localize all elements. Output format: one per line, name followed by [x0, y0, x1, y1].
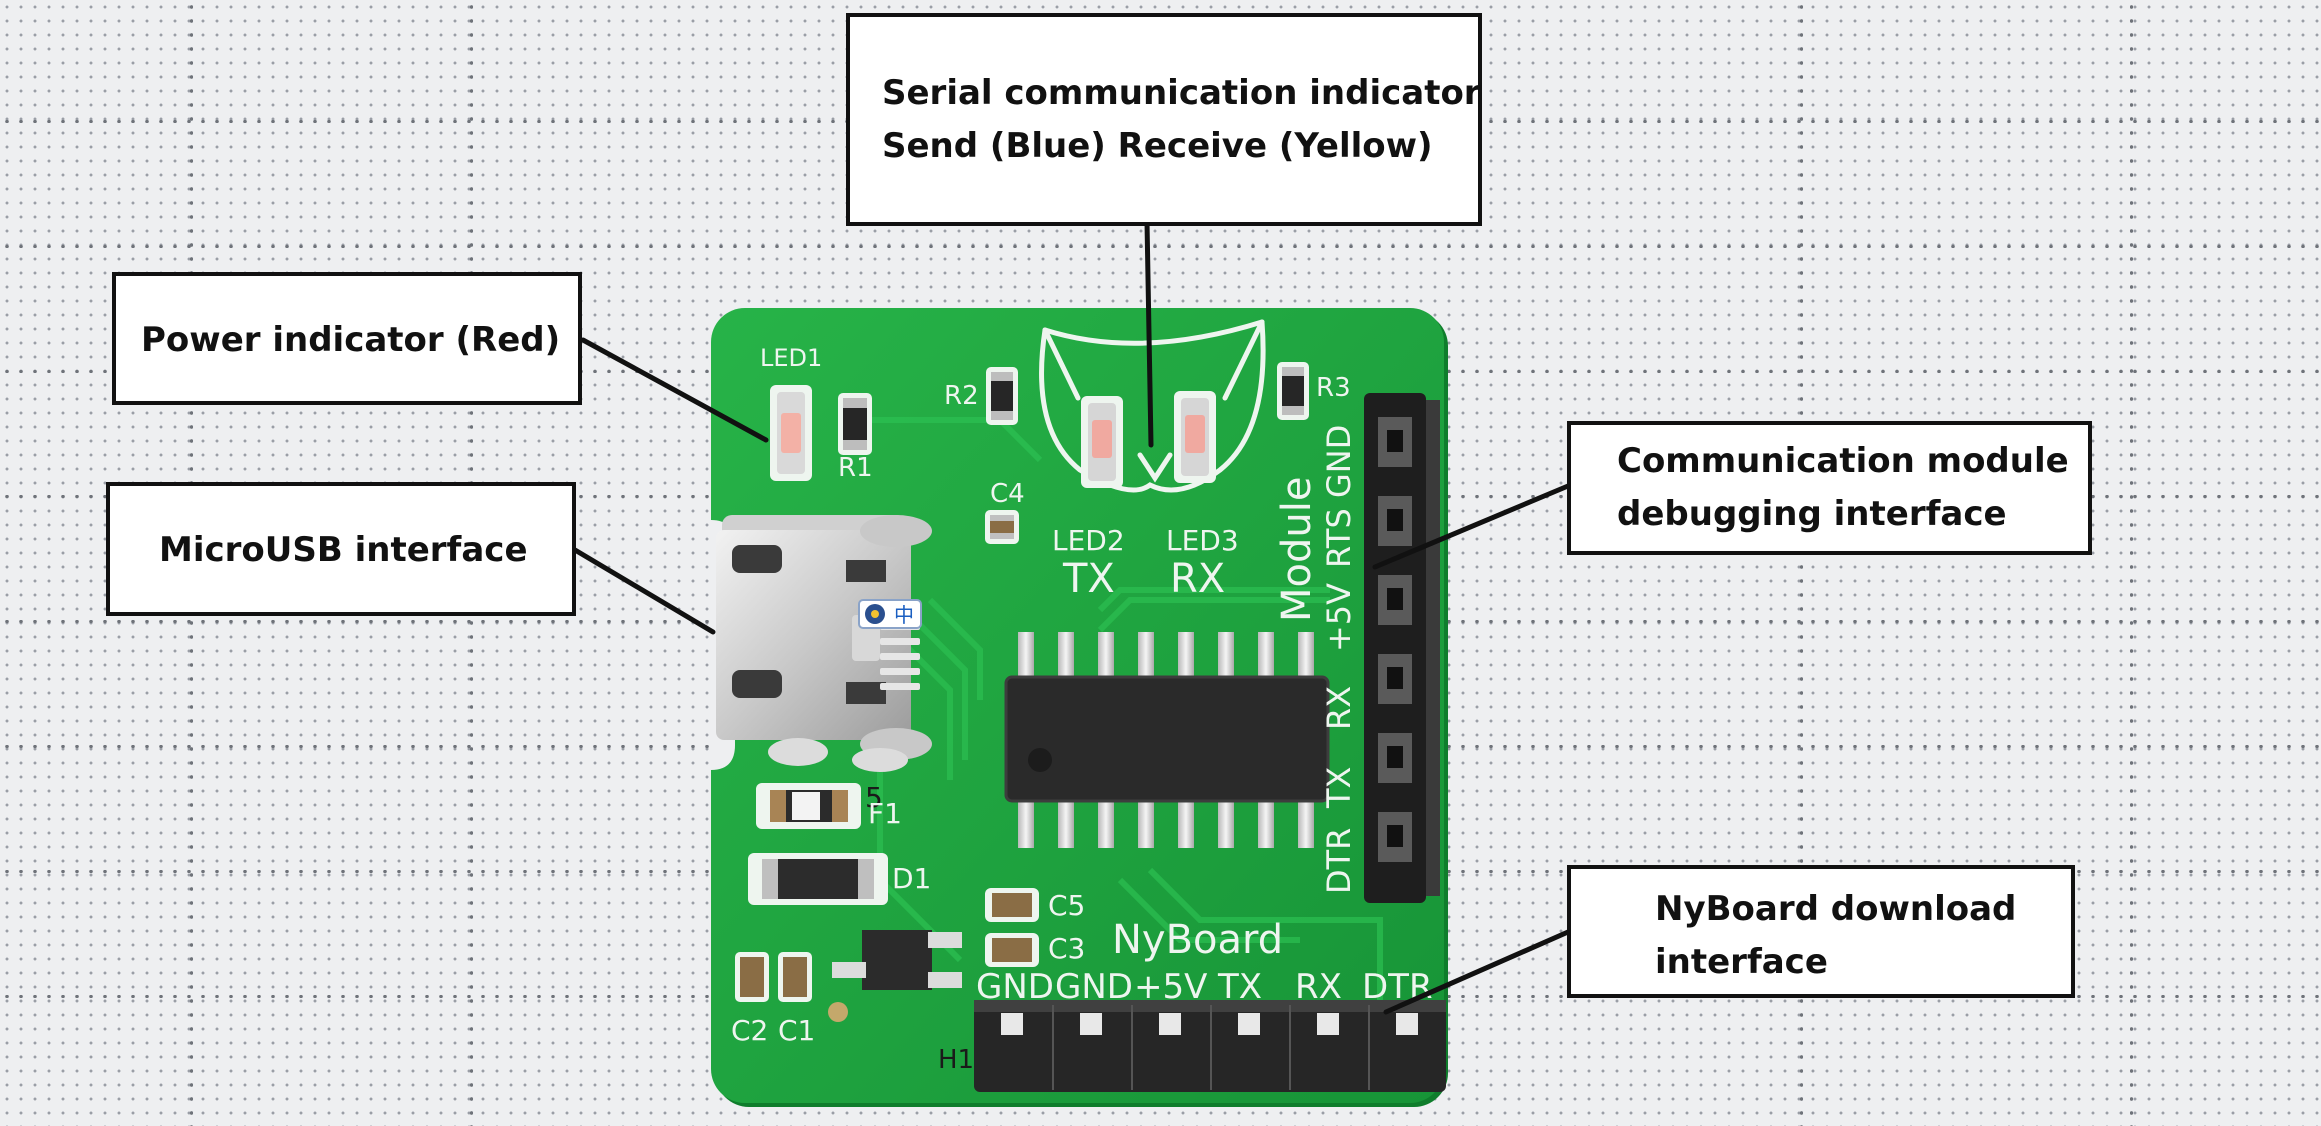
leader-line-usb [572, 547, 716, 635]
svg-text:中: 中 [894, 603, 914, 627]
r1-component [838, 393, 872, 455]
label-rx: RX [1170, 556, 1225, 602]
label-led2: LED2 [1052, 524, 1125, 557]
callout-microusb: MicroUSB interface [106, 482, 576, 616]
r2-component [986, 367, 1018, 425]
callout-text: debugging interface [1617, 494, 2007, 534]
callout-text: NyBoard download [1655, 889, 2017, 929]
module-pin-label: RTS [1320, 508, 1358, 568]
leader-line-power [580, 337, 769, 443]
bottom-pin-label: GND [976, 967, 1054, 1007]
module-pin-label: TX [1320, 767, 1358, 809]
label-c1: C1 [778, 1014, 815, 1047]
module-pin-label: DTR [1320, 828, 1358, 894]
label-c4: C4 [990, 479, 1025, 509]
callout-comm-module: Communication module debugging interface [1567, 421, 2092, 555]
grid-line [2130, 0, 2133, 1126]
transistor-component [832, 930, 962, 990]
nyboard-header [974, 1000, 1446, 1092]
led3-component [1174, 391, 1216, 483]
label-fuse-mark: 5 [865, 781, 883, 814]
leader-line-module [1372, 483, 1571, 570]
label-module: Module [1274, 477, 1320, 622]
label-c5: C5 [1048, 889, 1085, 922]
usb-solder-pads [768, 738, 908, 772]
bottom-pin-label: TX [1217, 967, 1262, 1007]
leader-line-nyboard [1383, 929, 1571, 1015]
d1-component [748, 853, 888, 905]
label-led1: LED1 [760, 344, 822, 372]
led2-component [1081, 396, 1123, 488]
label-h1: H1 [938, 1045, 974, 1075]
callout-text: Power indicator (Red) [141, 320, 561, 360]
label-f1: F1 [868, 797, 902, 830]
leader-line-serial [1144, 219, 1154, 448]
label-tx: TX [1062, 556, 1115, 602]
callout-text: Serial communication indicator [882, 73, 1481, 113]
grid-line [0, 245, 2321, 248]
label-d1: D1 [892, 862, 931, 895]
callout-nyboard-download: NyBoard download interface [1567, 865, 2075, 998]
c5-c3-components [985, 888, 1039, 967]
microusb-connector [716, 515, 932, 760]
label-c3: C3 [1048, 932, 1085, 965]
leader-lines [572, 219, 1571, 1015]
label-led3: LED3 [1166, 524, 1239, 557]
led1-component [770, 385, 812, 481]
module-header [1364, 393, 1440, 903]
callout-text: Send (Blue) Receive (Yellow) [882, 126, 1433, 166]
module-pin-label: GND [1320, 425, 1358, 498]
c4-component [985, 510, 1019, 544]
label-c2: C2 [731, 1014, 768, 1047]
label-board-name: NyBoard [1112, 917, 1283, 963]
callout-text: Communication module [1617, 441, 2069, 481]
grid-line [1800, 0, 1803, 1126]
f1-component [756, 783, 861, 829]
bottom-pin-label: +5V [1134, 967, 1207, 1007]
callout-power-indicator: Power indicator (Red) [112, 272, 582, 405]
usb-serial-ic [1004, 632, 1330, 848]
overlay-badge-icon: 中 [858, 599, 922, 629]
label-r1: R1 [838, 453, 873, 483]
label-r3: R3 [1316, 373, 1351, 403]
module-pin-label: +5V [1320, 583, 1358, 652]
bottom-pin-label: DTR [1362, 967, 1433, 1007]
c2-c1-components [735, 952, 848, 1022]
callout-serial-indicator: Serial communication indicator Send (Blu… [846, 13, 1482, 226]
bottom-pin-label: RX [1295, 967, 1342, 1007]
label-r2: R2 [944, 381, 979, 411]
module-pin-label: RX [1320, 686, 1358, 730]
callout-text: MicroUSB interface [159, 530, 528, 570]
callout-text: interface [1655, 942, 1828, 982]
bottom-pin-label: GND [1055, 967, 1133, 1007]
r3-component [1277, 362, 1309, 420]
